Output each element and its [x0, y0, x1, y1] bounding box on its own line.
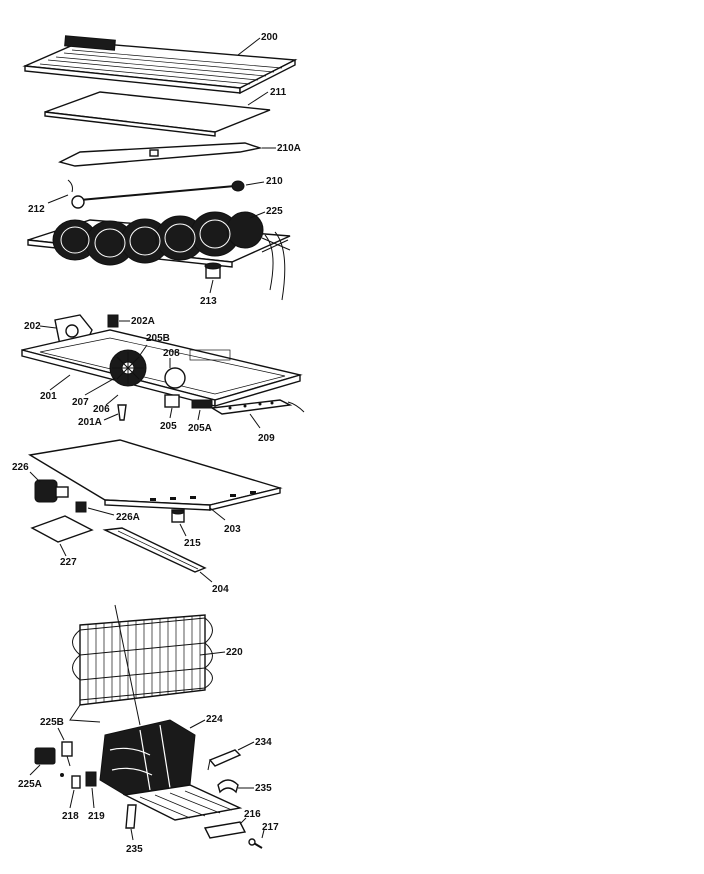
label-205: 205	[160, 421, 177, 432]
part-226-coil[interactable]	[34, 479, 69, 503]
label-211: 211	[270, 87, 287, 98]
label-225: 225	[266, 206, 283, 217]
part-216-mount[interactable]	[203, 821, 247, 839]
label-210a: 210A	[277, 143, 301, 154]
part-215-fitting[interactable]	[171, 509, 185, 523]
part-218-grommet[interactable]	[71, 775, 81, 789]
part-220-condenser[interactable]	[69, 604, 213, 726]
label-201a: 201A	[78, 417, 102, 428]
label-226a: 226A	[116, 512, 140, 523]
label-205a: 205A	[188, 423, 212, 434]
part-200-shelf[interactable]	[22, 35, 298, 95]
label-235-left: 235	[126, 844, 143, 855]
part-226a-clip[interactable]	[75, 501, 87, 513]
part-209-terminal-strip[interactable]	[209, 399, 305, 415]
label-202: 202	[24, 321, 41, 332]
label-225b: 225B	[40, 717, 64, 728]
part-205-thermostat[interactable]	[164, 394, 180, 408]
label-220: 220	[226, 647, 243, 658]
label-224: 224	[206, 714, 223, 725]
part-225-evaporator-coil[interactable]	[27, 211, 291, 301]
part-washer[interactable]	[60, 773, 64, 777]
part-203-base-plate[interactable]	[28, 439, 283, 511]
label-213: 213	[200, 296, 217, 307]
label-212: 212	[28, 204, 45, 215]
label-226: 226	[12, 462, 29, 473]
label-219: 219	[88, 811, 105, 822]
label-200: 200	[261, 32, 278, 43]
label-215: 215	[184, 538, 201, 549]
label-235-right: 235	[255, 783, 272, 794]
part-213-fitting[interactable]	[204, 262, 222, 279]
part-225a-overload[interactable]	[34, 747, 56, 765]
label-217: 217	[262, 822, 279, 833]
label-225a: 225A	[18, 779, 42, 790]
label-204: 204	[212, 584, 229, 595]
label-201: 201	[40, 391, 57, 402]
part-204-trim[interactable]	[102, 527, 207, 573]
part-205a-bracket[interactable]	[191, 399, 213, 409]
part-201-fan-housing[interactable]	[21, 329, 303, 407]
part-235-clip-right[interactable]	[217, 779, 239, 794]
part-227-pad[interactable]	[30, 515, 94, 543]
label-203: 203	[224, 524, 241, 535]
label-207: 207	[72, 397, 89, 408]
part-202a-clip[interactable]	[107, 314, 119, 328]
part-225b-relay[interactable]	[61, 741, 73, 767]
label-234: 234	[255, 737, 272, 748]
label-216: 216	[244, 809, 261, 820]
label-202a: 202A	[131, 316, 155, 327]
label-209: 209	[258, 433, 275, 444]
part-235-clip-left[interactable]	[125, 804, 137, 829]
label-206: 206	[93, 404, 110, 415]
part-217-screw[interactable]	[248, 838, 263, 849]
part-210a-rail[interactable]	[58, 142, 263, 167]
label-210: 210	[266, 176, 283, 187]
part-224-compressor[interactable]	[99, 719, 243, 821]
label-218: 218	[62, 811, 79, 822]
part-211-panel[interactable]	[44, 91, 271, 137]
part-201a-screw[interactable]	[117, 404, 127, 421]
part-234-bracket[interactable]	[207, 749, 242, 771]
part-219-sleeve[interactable]	[85, 771, 97, 787]
label-208: 208	[163, 348, 180, 359]
label-205b: 205B	[146, 333, 170, 344]
part-210-shaft[interactable]	[67, 179, 245, 209]
label-227: 227	[60, 557, 77, 568]
